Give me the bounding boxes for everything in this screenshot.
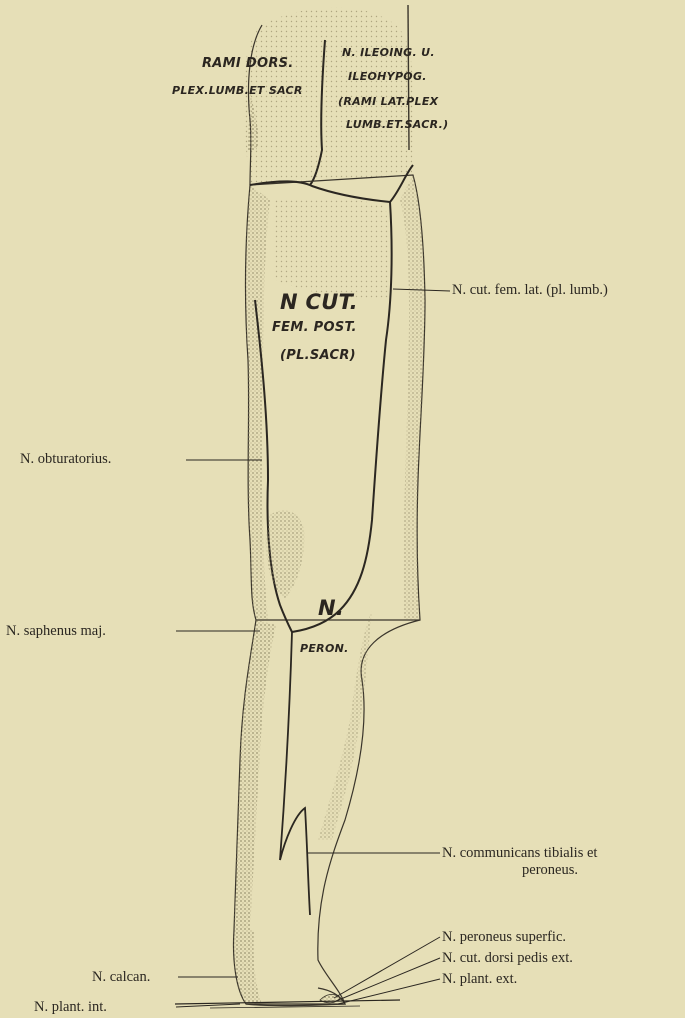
callout-cut-fem-lat: N. cut. fem. lat. (pl. lumb.) xyxy=(452,282,608,298)
callout-communicans-1: N. communicans tibialis et xyxy=(442,845,597,861)
popliteal-shading xyxy=(266,510,305,598)
leader-plant-int xyxy=(176,1004,240,1007)
callout-calcan: N. calcan. xyxy=(92,969,150,985)
callout-plant-int: N. plant. int. xyxy=(34,999,107,1015)
rami-dors-label-1: RAMI DORS. xyxy=(202,56,294,72)
callout-saphenus-maj: N. saphenus maj. xyxy=(6,623,106,639)
n-ileoing-label-4: LUMB.ET.SACR.) xyxy=(346,118,448,131)
callout-cut-dorsi-pedis: N. cut. dorsi pedis ext. xyxy=(442,950,573,966)
ground-line-2 xyxy=(210,1006,360,1008)
callout-plant-ext: N. plant. ext. xyxy=(442,971,517,987)
n-ileoing-label-1: N. ILEOING. U. xyxy=(342,46,435,59)
callout-peroneus-superfic: N. peroneus superfic. xyxy=(442,929,566,945)
n-peron-label-2: PERON. xyxy=(300,642,349,655)
n-cut-label-2: FEM. POST. xyxy=(272,320,357,336)
callout-communicans-2: peroneus. xyxy=(470,862,630,878)
heel-shading xyxy=(234,930,263,1004)
posterior-thigh-shading xyxy=(275,198,391,300)
n-cut-label-3: (PL.SACR) xyxy=(280,348,356,364)
thigh-lateral-shading xyxy=(400,175,425,620)
n-cut-label-1: N CUT. xyxy=(280,290,358,314)
leader-cut-dorsi xyxy=(336,958,440,1001)
n-ileoing-label-2: ILEOHYPOG. xyxy=(348,70,427,83)
rami-dors-label-2: PLEX.LUMB.ET SACR xyxy=(172,84,303,97)
thigh-medial-shading xyxy=(246,185,270,620)
n-ileoing-label-3: (RAMI LAT.PLEX xyxy=(338,95,438,108)
leader-peroneus-superfic xyxy=(334,937,440,998)
communicans-wedge xyxy=(280,808,310,915)
callout-obturatorius: N. obturatorius. xyxy=(20,451,111,467)
peroneal-medial-line xyxy=(280,632,292,860)
lower-leg-medial-shading xyxy=(234,620,276,930)
n-peron-label-1: N. xyxy=(318,596,344,620)
